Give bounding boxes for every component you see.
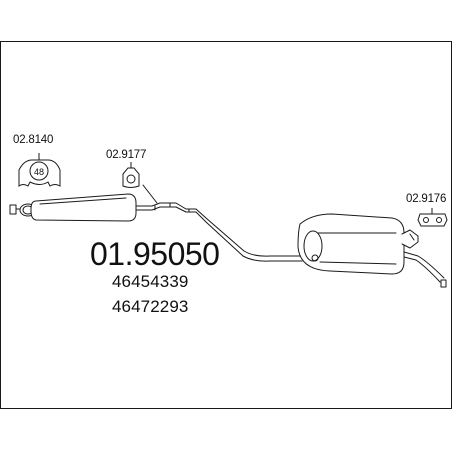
mount-code: 02.8140: [13, 134, 54, 146]
hanger-accessory: [417, 208, 448, 227]
front-muffler: [30, 193, 137, 222]
clamp-accessory: [122, 162, 140, 188]
tail-pipe: [403, 251, 447, 288]
rear-bracket: [401, 229, 419, 249]
mount-badge: 48: [34, 167, 44, 177]
rear-muffler: [297, 213, 405, 275]
part-number: 01.95050: [90, 236, 220, 272]
oem-number-2: 46472293: [112, 297, 189, 316]
hanger-code: 02.9176: [406, 193, 447, 205]
mount-accessory: [18, 159, 61, 187]
clamp-code: 02.9177: [106, 149, 147, 161]
middle-pipe: [135, 184, 303, 262]
oem-number-1: 46454339: [112, 272, 189, 291]
